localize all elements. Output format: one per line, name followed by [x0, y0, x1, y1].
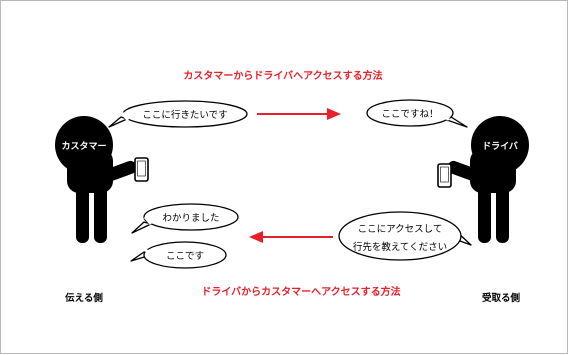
speech-bubble-customer-reply: ここです	[130, 241, 227, 269]
speech-bubble-customer-request: ここに行きたいです	[108, 100, 248, 128]
smartphone-icon	[437, 163, 452, 188]
arrow-right-icon	[257, 108, 341, 120]
bubble-text-customer-request: ここに行きたいです	[142, 109, 227, 121]
driver-arm	[447, 160, 499, 188]
bubble-text-customer-reply: ここです	[166, 251, 204, 262]
driver-head-label: ドライバ	[482, 141, 518, 152]
speech-bubble-driver-confirm: ここですね！	[366, 99, 468, 128]
customer-head	[55, 116, 113, 174]
speech-bubble-customer-ack: わかりました	[131, 203, 239, 234]
driver-leg-right	[496, 183, 509, 243]
driver-figure: ドライバ 受取る側	[437, 116, 529, 304]
arrow-left-icon	[249, 231, 333, 243]
customer-head-label: カスタマー	[61, 140, 106, 152]
bubble-text-driver-request-line2: 行先を教えてください	[353, 241, 447, 253]
driver-leg-left	[478, 183, 491, 243]
driver-head	[471, 116, 529, 174]
driver-side-label: 受取る側	[482, 292, 521, 304]
bubble-text-customer-ack: わかりました	[162, 213, 219, 224]
customer-side-label: 伝える側	[65, 292, 103, 304]
customer-leg-left	[76, 183, 89, 243]
speech-bubble-driver-request: ここにアクセスして 行先を教えてください	[338, 211, 472, 261]
heading-top: カスタマーからドライバへアクセスする方法	[183, 69, 382, 82]
customer-leg-right	[94, 183, 107, 243]
customer-figure: カスタマー 伝える側	[55, 116, 149, 304]
smartphone-icon	[134, 157, 149, 182]
customer-arm	[85, 160, 137, 188]
bubble-text-driver-confirm: ここですね！	[381, 109, 438, 120]
bubble-text-driver-request-line1: ここにアクセスして	[358, 224, 443, 235]
heading-bottom: ドライバからカスタマーへアクセスする方法	[201, 285, 400, 298]
